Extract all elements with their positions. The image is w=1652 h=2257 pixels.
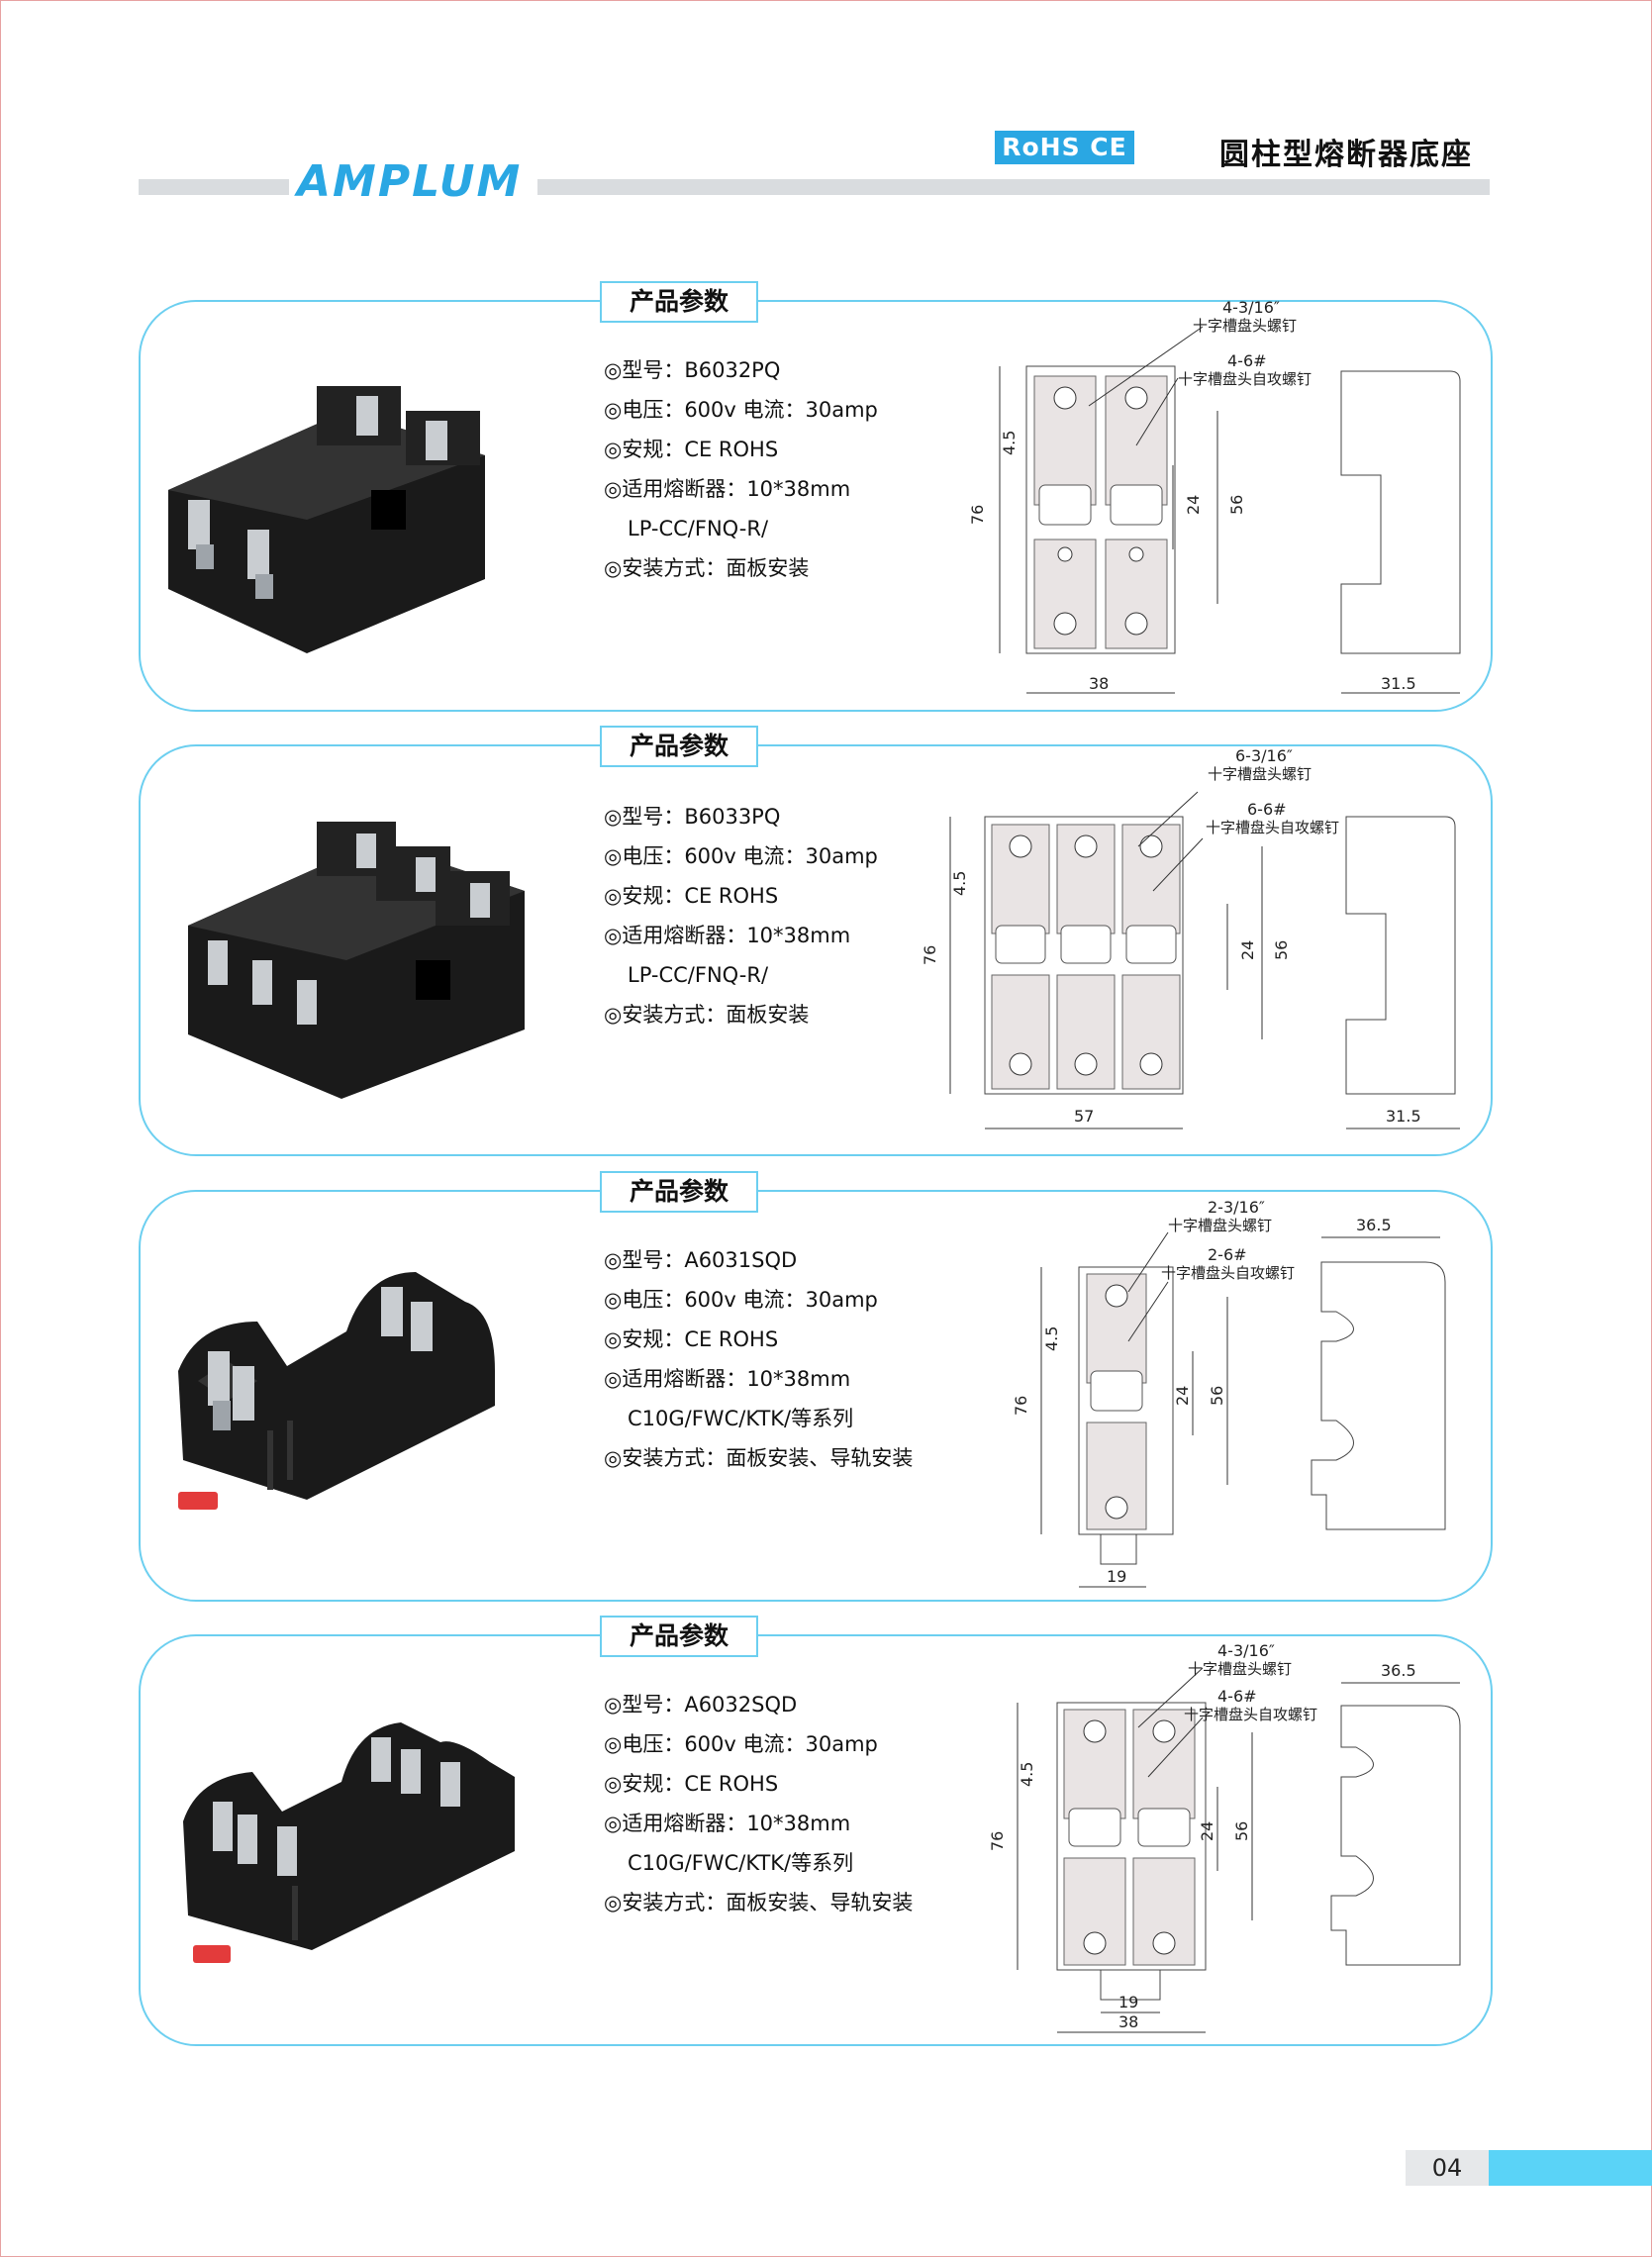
product-panel-4	[139, 1634, 1493, 2046]
dim-span: 56	[1208, 1386, 1226, 1406]
dim-width-outer: 38	[1118, 2012, 1138, 2031]
spec-rating: ◎电压：600v 电流：30amp	[604, 1732, 878, 1756]
spec-approval: ◎安规：CE ROHS	[604, 438, 779, 461]
dim-span: 56	[1272, 940, 1291, 960]
dim-width: 57	[1074, 1107, 1094, 1126]
dim-height: 76	[968, 505, 987, 525]
screw-note-1a: 2-3/16″	[1208, 1198, 1265, 1217]
dim-mid: 24	[1173, 1386, 1192, 1406]
dim-mid: 24	[1238, 940, 1257, 960]
header-bar-right	[537, 179, 1490, 195]
spec-mount: ◎安装方式：面板安装	[604, 556, 810, 580]
spec-approval: ◎安规：CE ROHS	[604, 1772, 779, 1796]
spec-mount: ◎安装方式：面板安装	[604, 1003, 810, 1027]
dim-depth: 36.5	[1356, 1216, 1392, 1234]
screw-note-2a: 2-6#	[1208, 1245, 1247, 1264]
dim-span: 56	[1232, 1821, 1251, 1841]
screw-note-2a: 4-6#	[1217, 1687, 1257, 1706]
dim-small: 4.5	[1018, 1762, 1036, 1787]
spec-rating: ◎电压：600v 电流：30amp	[604, 398, 878, 422]
spec-model: ◎型号：B6033PQ	[604, 805, 781, 829]
product-panel-2	[139, 744, 1493, 1156]
dim-small: 4.5	[1000, 431, 1019, 455]
product-panel-3	[139, 1190, 1493, 1602]
rohs-ce-badge: RoHS CE	[995, 131, 1134, 164]
dim-mid: 24	[1198, 1821, 1216, 1841]
screw-note-2b: 十字槽盘头自攻螺钉	[1178, 370, 1312, 388]
section-label-1: 产品参数	[600, 281, 758, 323]
spec-fuse: ◎适用熔断器：10*38mm	[604, 477, 851, 501]
section-label-3: 产品参数	[600, 1171, 758, 1213]
dim-depth: 36.5	[1381, 1661, 1416, 1680]
spec-model: ◎型号：A6031SQD	[604, 1248, 798, 1272]
product-photo-a6031sqd	[178, 1272, 495, 1510]
dim-width: 38	[1089, 674, 1109, 693]
spec-fuse-types: LP-CC/FNQ-R/	[628, 963, 769, 987]
spec-model: ◎型号：B6032PQ	[604, 358, 781, 382]
product-panel-1	[139, 300, 1493, 712]
product-specs-3: ◎型号：A6031SQD ◎电压：600v 电流：30amp ◎安规：CE RO…	[604, 1240, 913, 1478]
dim-span: 56	[1227, 495, 1246, 515]
dim-height: 76	[921, 945, 939, 965]
header-bar-left	[139, 179, 289, 195]
spec-rating: ◎电压：600v 电流：30amp	[604, 1288, 878, 1312]
screw-note-1b: 十字槽盘头螺钉	[1208, 765, 1312, 783]
brand-logo: AMPLUM	[297, 156, 523, 207]
dimension-drawing-3: 2-3/16″ 十字槽盘头螺钉 2-6# 十字槽盘头自攻螺钉 76 4.5 24…	[1012, 1198, 1446, 1588]
screw-note-1b: 十字槽盘头螺钉	[1168, 1217, 1272, 1234]
spec-fuse-types: LP-CC/FNQ-R/	[628, 517, 769, 540]
page-title: 圆柱型熔断器底座	[1219, 138, 1473, 172]
product-specs-2: ◎型号：B6033PQ ◎电压：600v 电流：30amp ◎安规：CE ROH…	[604, 797, 878, 1034]
dimension-drawing-2: 6-3/16″ 十字槽盘头螺钉 6-6# 十字槽盘头自攻螺钉 76 4.5 24…	[921, 746, 1460, 1129]
spec-fuse: ◎适用熔断器：10*38mm	[604, 1367, 851, 1391]
screw-note-1a: 4-3/16″	[1222, 298, 1280, 317]
dim-mid: 24	[1184, 495, 1203, 515]
section-label-2: 产品参数	[600, 726, 758, 767]
product-photo-b6033pq	[188, 822, 525, 1099]
product-photo-b6032pq	[168, 386, 485, 653]
dim-width: 19	[1118, 1993, 1138, 2012]
spec-approval: ◎安规：CE ROHS	[604, 1327, 779, 1351]
screw-note-2a: 4-6#	[1227, 351, 1267, 370]
spec-model: ◎型号：A6032SQD	[604, 1693, 798, 1717]
dimension-drawing-1: 4-3/16″ 十字槽盘头螺钉 4-6# 十字槽盘头自攻螺钉 76 4.5 24…	[968, 298, 1461, 694]
screw-note-2b: 十字槽盘头自攻螺钉	[1184, 1706, 1317, 1723]
spec-mount: ◎安装方式：面板安装、导轨安装	[604, 1891, 914, 1914]
spec-fuse: ◎适用熔断器：10*38mm	[604, 924, 851, 947]
screw-note-1a: 4-3/16″	[1217, 1641, 1275, 1660]
spec-fuse-types: C10G/FWC/KTK/等系列	[628, 1851, 854, 1875]
dim-width: 19	[1107, 1567, 1126, 1586]
dim-depth: 31.5	[1386, 1107, 1421, 1126]
product-specs-1: ◎型号：B6032PQ ◎电压：600v 电流：30amp ◎安规：CE ROH…	[604, 350, 878, 588]
product-specs-4: ◎型号：A6032SQD ◎电压：600v 电流：30amp ◎安规：CE RO…	[604, 1685, 913, 1922]
page-number: 04	[1406, 2150, 1489, 2186]
dimension-drawing-4: 4-3/16″ 十字槽盘头螺钉 4-6# 十字槽盘头自攻螺钉 76 4.5 24…	[988, 1641, 1461, 2033]
screw-note-1b: 十字槽盘头螺钉	[1188, 1660, 1292, 1678]
dim-height: 76	[988, 1831, 1007, 1851]
screw-note-1a: 6-3/16″	[1235, 746, 1293, 765]
dim-depth: 31.5	[1381, 674, 1416, 693]
product-photo-a6032sqd	[183, 1722, 515, 1963]
screw-note-2b: 十字槽盘头自攻螺钉	[1161, 1264, 1295, 1282]
screw-note-2b: 十字槽盘头自攻螺钉	[1206, 819, 1339, 836]
screw-note-1b: 十字槽盘头螺钉	[1193, 317, 1297, 335]
dim-height: 76	[1012, 1396, 1030, 1416]
page-number-tab	[1489, 2150, 1652, 2186]
spec-approval: ◎安规：CE ROHS	[604, 884, 779, 908]
screw-note-2a: 6-6#	[1247, 800, 1287, 819]
dim-small: 4.5	[1042, 1326, 1061, 1351]
section-label-4: 产品参数	[600, 1616, 758, 1657]
spec-rating: ◎电压：600v 电流：30amp	[604, 844, 878, 868]
spec-fuse: ◎适用熔断器：10*38mm	[604, 1812, 851, 1835]
dim-small: 4.5	[950, 871, 969, 896]
spec-mount: ◎安装方式：面板安装、导轨安装	[604, 1446, 914, 1470]
spec-fuse-types: C10G/FWC/KTK/等系列	[628, 1407, 854, 1430]
